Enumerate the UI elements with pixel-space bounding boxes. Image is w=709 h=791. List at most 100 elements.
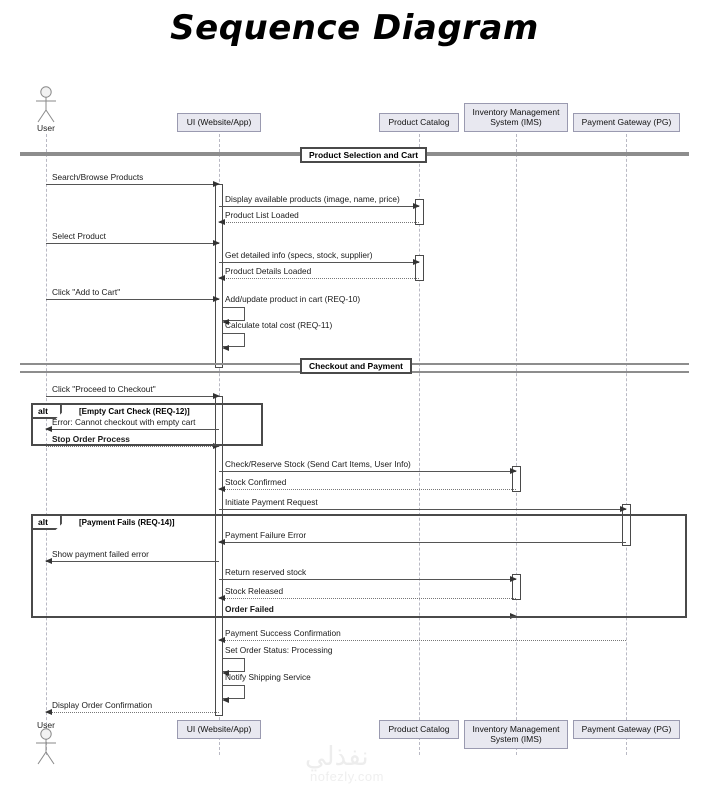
message-line bbox=[46, 299, 219, 300]
participant-ui-top[interactable]: UI (Website/App) bbox=[177, 113, 261, 132]
participant-ui-bottom[interactable]: UI (Website/App) bbox=[177, 720, 261, 739]
participant-label-user-top: User bbox=[37, 123, 55, 133]
section-divider-sec2: Checkout and Payment bbox=[20, 358, 689, 374]
message-line bbox=[46, 184, 219, 185]
arrowhead-icon bbox=[620, 505, 627, 512]
self-message-s4 bbox=[222, 685, 245, 703]
message-line bbox=[46, 561, 219, 562]
message-label-m20: Order Failed bbox=[225, 604, 274, 614]
message-line bbox=[219, 579, 516, 580]
message-label-m5: Get detailed info (specs, stock, supplie… bbox=[225, 250, 373, 260]
lifeline-ims bbox=[516, 134, 517, 755]
message-label-m13: Check/Reserve Stock (Send Cart Items, Us… bbox=[225, 459, 411, 469]
self-message-segment bbox=[244, 658, 245, 672]
arrowhead-icon bbox=[213, 239, 220, 246]
activation-bar-ims bbox=[511, 574, 521, 600]
arrowhead-icon bbox=[510, 612, 517, 619]
participant-ims-top[interactable]: Inventory Management System (IMS) bbox=[464, 103, 568, 132]
self-message-label-s1: Add/update product in cart (REQ-10) bbox=[225, 294, 361, 304]
participant-catalog-top[interactable]: Product Catalog bbox=[379, 113, 459, 132]
watermark-arabic: نفذلي bbox=[305, 742, 369, 772]
self-message-s3 bbox=[222, 658, 245, 676]
arrowhead-icon bbox=[413, 202, 420, 209]
arrowhead-icon bbox=[218, 538, 225, 545]
message-label-m2: Display available products (image, name,… bbox=[225, 194, 400, 204]
combined-fragment-frag2 bbox=[31, 514, 687, 618]
self-message-s1 bbox=[222, 307, 245, 325]
arrowhead-icon bbox=[510, 575, 517, 582]
message-line bbox=[219, 278, 419, 279]
self-message-segment bbox=[223, 671, 245, 672]
section-divider-sec1: Product Selection and Cart bbox=[20, 147, 689, 163]
self-message-s2 bbox=[222, 333, 245, 351]
message-line bbox=[46, 446, 219, 447]
message-line bbox=[219, 222, 419, 223]
self-message-segment bbox=[223, 658, 245, 659]
fragment-operator-frag1: alt bbox=[33, 405, 62, 419]
arrowhead-icon bbox=[213, 180, 220, 187]
arrowhead-icon bbox=[222, 696, 229, 703]
self-message-segment bbox=[244, 333, 245, 347]
message-label-m12: Stop Order Process bbox=[52, 434, 130, 444]
message-label-m6: Product Details Loaded bbox=[225, 266, 312, 276]
lifeline-pg bbox=[626, 134, 627, 755]
message-line bbox=[219, 206, 419, 207]
message-label-m18: Return reserved stock bbox=[225, 567, 307, 577]
message-label-m16: Payment Failure Error bbox=[225, 530, 307, 540]
participant-pg-bottom[interactable]: Payment Gateway (PG) bbox=[573, 720, 680, 739]
self-message-segment bbox=[244, 307, 245, 321]
activation-bar-ims bbox=[511, 466, 521, 492]
message-line bbox=[219, 542, 626, 543]
message-line bbox=[46, 396, 219, 397]
arrowhead-icon bbox=[218, 274, 225, 281]
message-label-m24: Display Order Confirmation bbox=[52, 700, 153, 710]
message-line bbox=[219, 262, 419, 263]
message-line bbox=[46, 712, 219, 713]
self-message-segment bbox=[223, 320, 245, 321]
message-line bbox=[46, 243, 219, 244]
lifeline-catalog bbox=[419, 134, 420, 755]
arrowhead-icon bbox=[218, 594, 225, 601]
message-label-m3: Product List Loaded bbox=[225, 210, 299, 220]
arrowhead-icon bbox=[222, 318, 229, 325]
message-label-m10: Click "Proceed to Checkout" bbox=[52, 384, 156, 394]
participant-pg-top[interactable]: Payment Gateway (PG) bbox=[573, 113, 680, 132]
self-message-label-s4: Notify Shipping Service bbox=[225, 672, 311, 682]
fragment-condition-frag1: [Empty Cart Check (REQ-12)] bbox=[79, 407, 190, 416]
arrowhead-icon bbox=[218, 636, 225, 643]
activation-bar-catalog bbox=[414, 255, 424, 281]
activation-bar-catalog bbox=[414, 199, 424, 225]
message-label-m17: Show payment failed error bbox=[52, 549, 149, 559]
message-label-m4: Select Product bbox=[52, 231, 106, 241]
arrowhead-icon bbox=[45, 425, 52, 432]
message-line bbox=[219, 509, 626, 510]
message-line bbox=[219, 471, 516, 472]
message-label-m7: Click "Add to Cart" bbox=[52, 287, 121, 297]
self-message-segment bbox=[223, 685, 245, 686]
arrowhead-icon bbox=[213, 295, 220, 302]
actor-figure-user-bottom bbox=[36, 728, 56, 765]
message-line bbox=[46, 429, 219, 430]
watermark-latin: nofezly.com bbox=[310, 769, 384, 784]
fragment-operator-frag2: alt bbox=[33, 516, 62, 530]
arrowhead-icon bbox=[510, 467, 517, 474]
self-message-segment bbox=[244, 685, 245, 699]
message-label-m11: Error: Cannot checkout with empty cart bbox=[52, 417, 196, 427]
arrowhead-icon bbox=[218, 485, 225, 492]
self-message-label-s3: Set Order Status: Processing bbox=[225, 645, 333, 655]
fragment-condition-frag2: [Payment Fails (REQ-14)] bbox=[79, 518, 175, 527]
self-message-label-s2: Calculate total cost (REQ-11) bbox=[225, 320, 333, 330]
arrowhead-icon bbox=[45, 557, 52, 564]
message-label-m21: Payment Success Confirmation bbox=[225, 628, 341, 638]
self-message-segment bbox=[223, 333, 245, 334]
combined-fragment-frag1 bbox=[31, 403, 263, 446]
section-label-sec1: Product Selection and Cart bbox=[300, 147, 428, 163]
participant-catalog-bottom[interactable]: Product Catalog bbox=[379, 720, 459, 739]
arrowhead-icon bbox=[218, 218, 225, 225]
page-title: Sequence Diagram bbox=[170, 8, 539, 48]
message-line bbox=[219, 489, 516, 490]
arrowhead-icon bbox=[413, 258, 420, 265]
message-label-m14: Stock Confirmed bbox=[225, 477, 287, 487]
participant-ims-bottom[interactable]: Inventory Management System (IMS) bbox=[464, 720, 568, 749]
